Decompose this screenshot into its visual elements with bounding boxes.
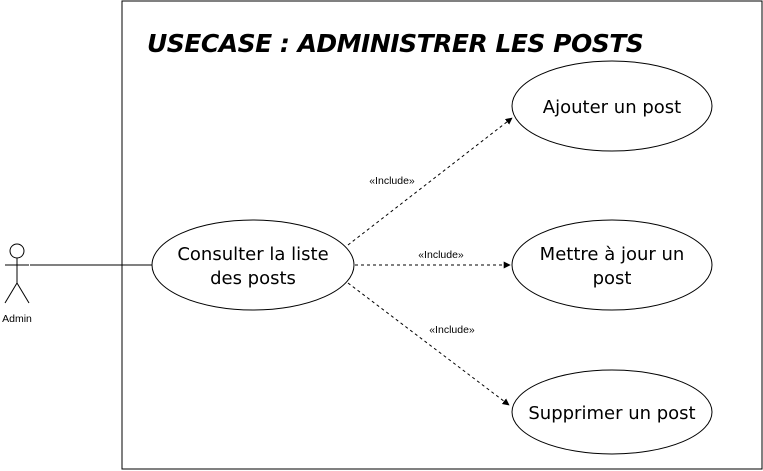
use-case-supprimer: Supprimer un post (511, 369, 713, 455)
use-case-ajouter-line1: Ajouter un post (543, 97, 681, 118)
use-case-consulter: Consulter la liste des posts (151, 219, 355, 311)
diagram-title: USECASE : ADMINISTRER LES POSTS (147, 29, 643, 58)
use-case-supprimer-ellipse (511, 369, 713, 455)
actor-left-leg (4, 282, 18, 304)
actor-head (9, 243, 25, 259)
use-case-consulter-line1: Consulter la liste (177, 244, 328, 265)
include-label-mettre: «Include» (418, 249, 464, 261)
use-case-ajouter: Ajouter un post (511, 60, 713, 152)
use-case-supprimer-line1: Supprimer un post (528, 403, 695, 424)
use-case-mettre-ellipse (511, 219, 713, 311)
actor-right-leg (16, 282, 30, 304)
use-case-mettre-line1: Mettre à jour un (540, 244, 685, 265)
use-case-ajouter-ellipse (511, 60, 713, 152)
use-case-consulter-ellipse (151, 219, 355, 311)
include-label-ajouter: «Include» (369, 175, 415, 187)
include-label-supprimer: «Include» (429, 324, 475, 336)
actor-admin: Admin (2, 243, 32, 325)
include-arrow-ajouter (347, 117, 513, 246)
actor-label: Admin (2, 313, 32, 325)
include-arrow-supprimer (347, 282, 510, 406)
use-case-consulter-line2: des posts (210, 268, 296, 289)
use-case-mettre: Mettre à jour un post (511, 219, 713, 311)
use-case-mettre-line2: post (593, 268, 632, 289)
